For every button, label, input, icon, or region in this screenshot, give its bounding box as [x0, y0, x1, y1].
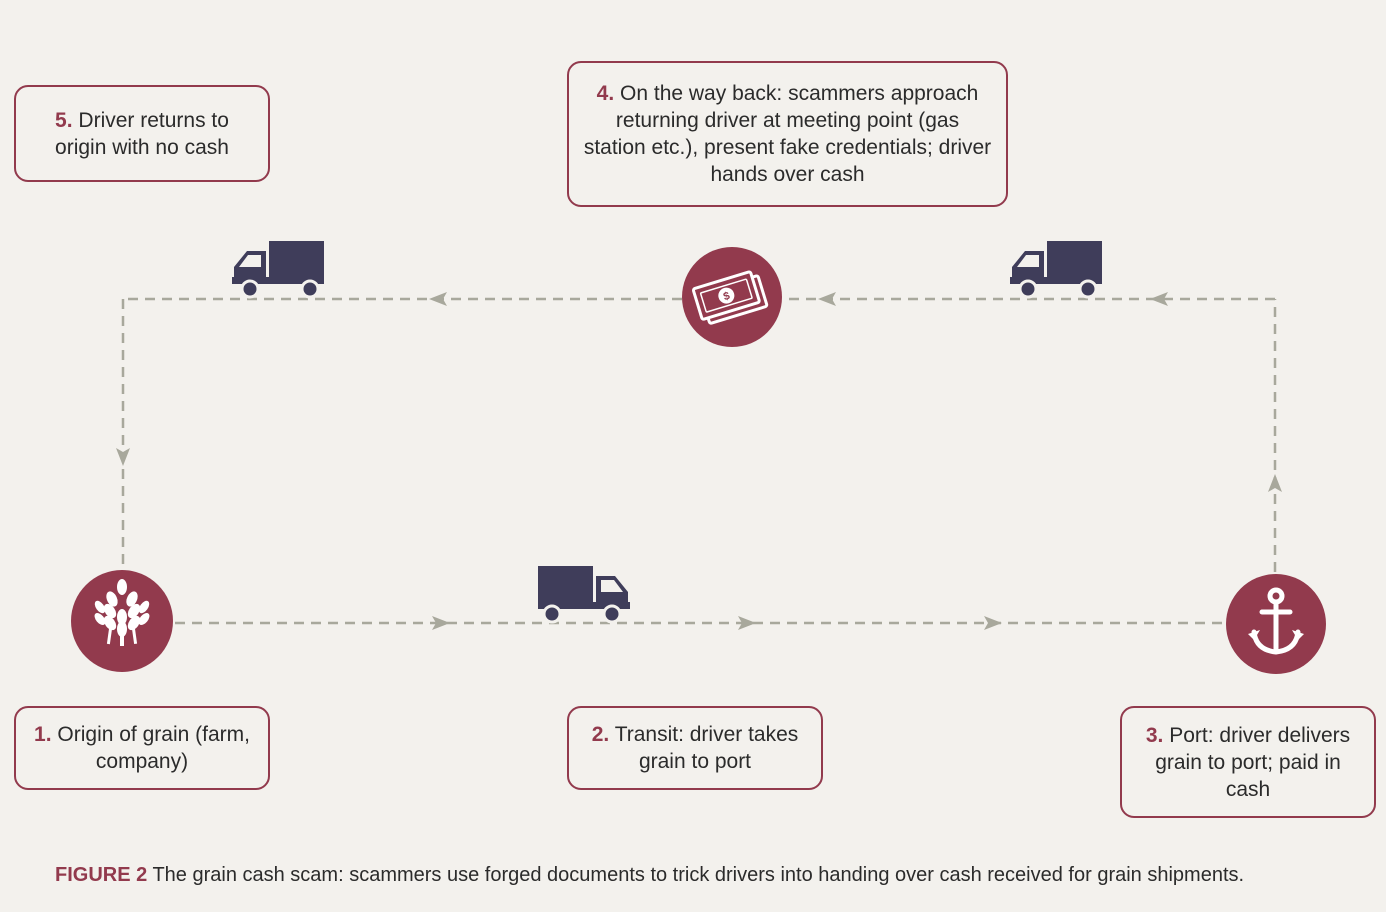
arrow-right-icon: [984, 616, 1002, 630]
cash-icon: $: [682, 247, 782, 347]
step-5-box: 5. Driver returns to origin with no cash: [14, 85, 270, 182]
step-2-text: Transit: driver takes grain to port: [614, 723, 799, 773]
step-3-box: 3. Port: driver delivers grain to port; …: [1120, 706, 1376, 818]
step-3-text: Port: driver delivers grain to port; pai…: [1155, 723, 1351, 801]
arrow-left-icon: [818, 292, 836, 306]
arrow-right-icon: [738, 616, 756, 630]
arrow-up-icon: [1268, 474, 1282, 492]
step-2-box: 2. Transit: driver takes grain to port: [567, 706, 823, 790]
step-5-number: 5.: [55, 108, 73, 132]
wheat-icon: [71, 570, 173, 672]
step-2-number: 2.: [591, 723, 610, 746]
anchor-icon: [1226, 574, 1326, 674]
figure-label: FIGURE 2: [55, 864, 148, 886]
figure-caption: FIGURE 2 The grain cash scam: scammers u…: [55, 864, 1244, 887]
step-4-text: On the way back: scammers approach retur…: [583, 82, 992, 186]
flow-path: [121, 297, 1277, 625]
step-3-number: 3.: [1145, 723, 1164, 747]
truck-icon: [1008, 239, 1104, 299]
step-1-text: Origin of grain (farm, company): [57, 723, 250, 773]
cash-symbol: $: [722, 290, 731, 303]
step-5-text: Driver returns to origin with no cash: [55, 108, 229, 159]
step-1-box: 1. Origin of grain (farm, company): [14, 706, 270, 790]
arrow-left-icon: [1150, 292, 1168, 306]
caption-text: The grain cash scam: scammers use forged…: [152, 864, 1245, 886]
flow-arrows: [116, 292, 1282, 630]
arrow-left-icon: [429, 292, 447, 306]
step-4-number: 4.: [596, 82, 615, 105]
truck-icon: [230, 239, 326, 299]
arrow-right-icon: [432, 616, 450, 630]
step-1-number: 1.: [34, 723, 52, 746]
truck-icon: [536, 564, 632, 624]
step-4-box: 4. On the way back: scammers approach re…: [567, 61, 1008, 207]
arrow-down-icon: [116, 448, 130, 466]
